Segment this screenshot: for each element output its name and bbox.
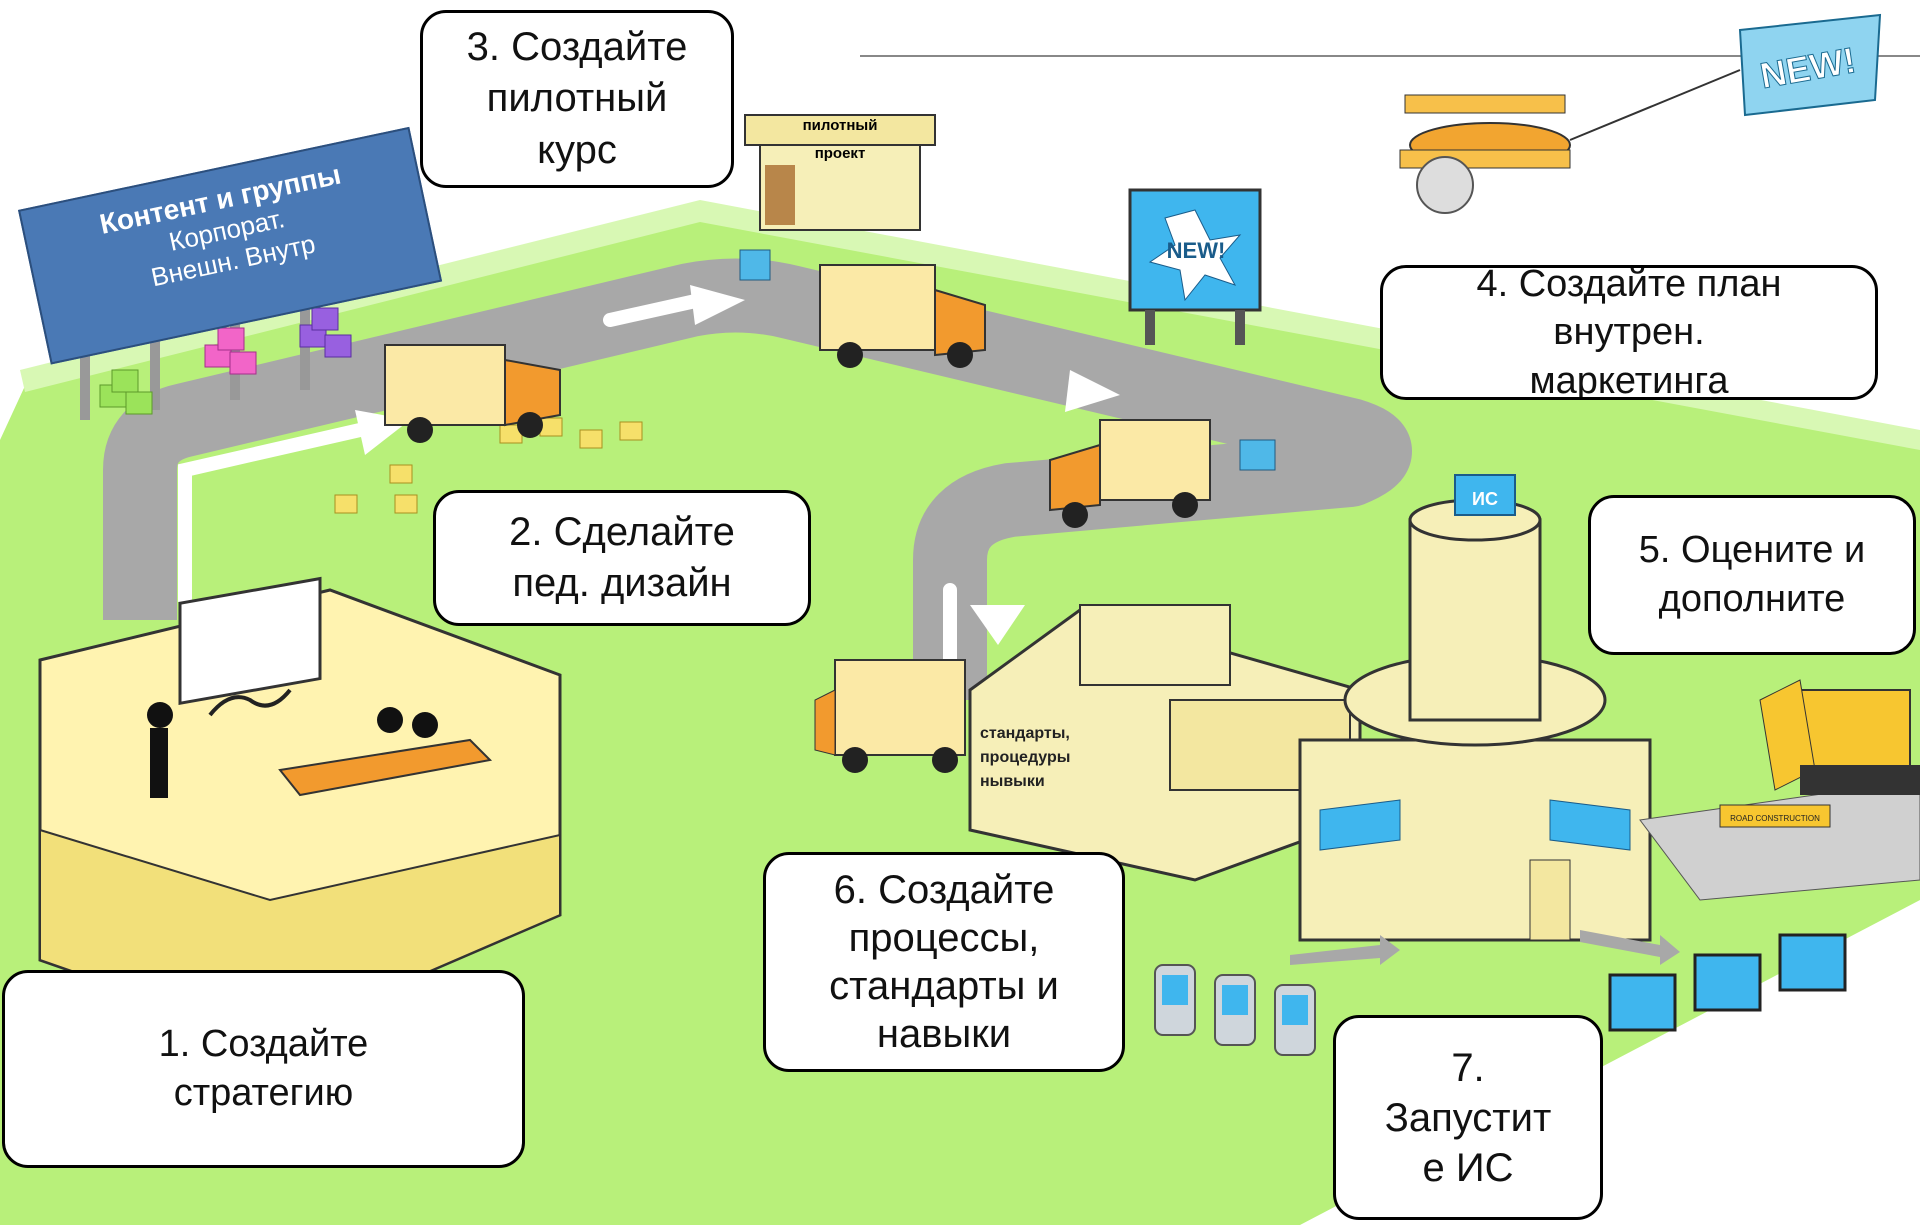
step-4-callout: 4. Создайте план внутрен. маркетинга: [1380, 265, 1878, 400]
step-2-callout: 2. Сделайте пед. дизайн: [433, 490, 811, 626]
step-1-text: 1. Создайте стратегию: [158, 1023, 369, 1114]
airplane-icon: NEW!: [1399, 13, 1882, 214]
mobile-phones: [1154, 935, 1400, 1056]
truck-icon-2: [739, 249, 986, 368]
billboard: NEW!: [1128, 188, 1262, 345]
step-7-text: 7. Запустит е ИС: [1384, 1045, 1552, 1190]
factory-label-1: стандарты,: [980, 725, 1070, 742]
is-tower: ИС: [1298, 474, 1652, 942]
pilot-sign-text-2: проект: [815, 145, 866, 162]
road: [103, 258, 1411, 700]
step-4-text: 4. Создайте план внутрен. маркетинга: [1476, 265, 1782, 400]
content-boxes: [80, 290, 643, 514]
computer-monitors: [1580, 930, 1847, 1032]
step-6-callout: 6. Создайте процессы, стандарты и навыки: [763, 852, 1125, 1072]
tower-sign-text: ИС: [1472, 489, 1498, 509]
pilot-building: пилотный проект: [744, 114, 936, 231]
factory-label-3: нывыки: [980, 773, 1045, 790]
step-5-text: 5. Оцените и дополните: [1638, 529, 1866, 620]
step-1-callout: 1. Создайте стратегию: [2, 970, 525, 1168]
pilot-sign-text: пилотный: [803, 117, 878, 134]
road-arrows: [178, 293, 957, 667]
truck-icon: [384, 344, 561, 443]
arrow-head-2: [690, 285, 745, 325]
step-5-callout: 5. Оцените и дополните: [1588, 495, 1916, 655]
bulldozer-icon: ROAD CONSTRUCTION: [1639, 679, 1920, 901]
step-2-text: 2. Сделайте пед. дизайн: [509, 509, 735, 605]
step-7-callout: 7. Запустит е ИС: [1333, 1015, 1603, 1220]
step-3-callout: 3. Создайте пилотный курс: [420, 10, 734, 188]
billboard-text: NEW!: [1167, 238, 1226, 263]
grass-strip: [20, 200, 1920, 450]
step-3-text: 3. Создайте пилотный курс: [466, 25, 688, 172]
arrow-head-4: [970, 605, 1025, 645]
factory-label-2: процедуры: [980, 749, 1070, 766]
truck-icon-3: [1049, 419, 1276, 528]
arrow-head-3: [1065, 370, 1120, 412]
step-6-text: 6. Создайте процессы, стандарты и навыки: [829, 868, 1059, 1056]
barrier-text: ROAD CONSTRUCTION: [1730, 814, 1820, 823]
